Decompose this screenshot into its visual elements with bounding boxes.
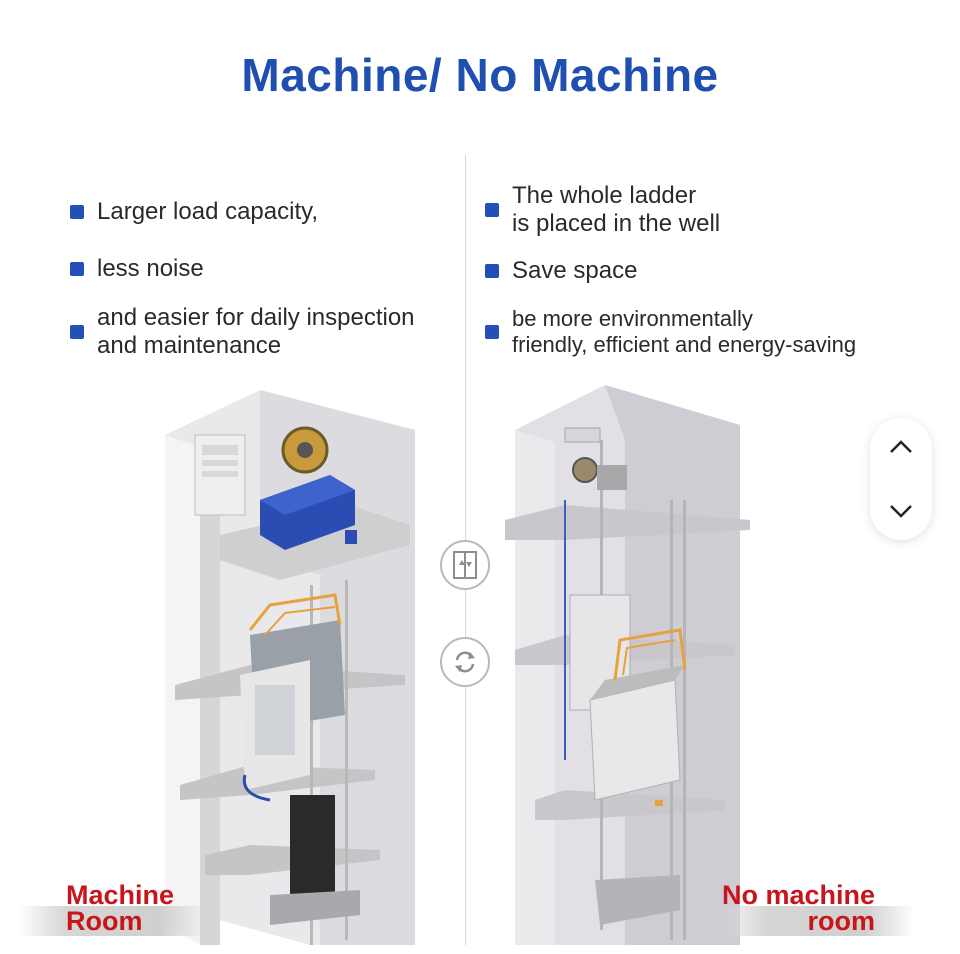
no-machine-room-elevator-illustration xyxy=(505,385,750,945)
bullet-square-icon xyxy=(485,203,499,217)
feature-item: be more environmentally friendly, effici… xyxy=(485,306,856,358)
feature-item: Larger load capacity, xyxy=(70,198,318,226)
chevron-down-icon[interactable] xyxy=(886,496,916,526)
feature-text: and easier for daily inspection and main… xyxy=(97,304,415,359)
machine-room-elevator-illustration xyxy=(165,390,415,945)
feature-text: be more environmentally friendly, effici… xyxy=(512,306,857,357)
feature-text: The whole ladder is placed in the well xyxy=(512,182,721,237)
machine-room-label: Machine Room xyxy=(66,880,175,936)
feature-item: and easier for daily inspection and main… xyxy=(70,304,415,360)
no-machine-room-label: No machine room xyxy=(722,880,876,936)
feature-item: less noise xyxy=(70,255,204,283)
bullet-square-icon xyxy=(70,205,84,219)
elevator-icon xyxy=(440,540,490,590)
switch-arrows-icon xyxy=(440,637,490,687)
bullet-square-icon xyxy=(70,325,84,339)
bullet-square-icon xyxy=(485,325,499,339)
scroll-nav xyxy=(870,418,932,540)
bullet-square-icon xyxy=(485,264,499,278)
feature-item: The whole ladder is placed in the well xyxy=(485,182,720,238)
no-machine-room-label-bar xyxy=(715,906,915,936)
bullet-square-icon xyxy=(70,262,84,276)
chevron-up-icon[interactable] xyxy=(886,432,916,462)
feature-text: Larger load capacity, xyxy=(97,198,319,225)
feature-text: Save space xyxy=(512,257,638,284)
feature-text: less noise xyxy=(97,255,204,282)
feature-item: Save space xyxy=(485,257,637,285)
machine-room-label-bar xyxy=(18,906,208,936)
page-title: Machine/ No Machine xyxy=(241,49,719,101)
